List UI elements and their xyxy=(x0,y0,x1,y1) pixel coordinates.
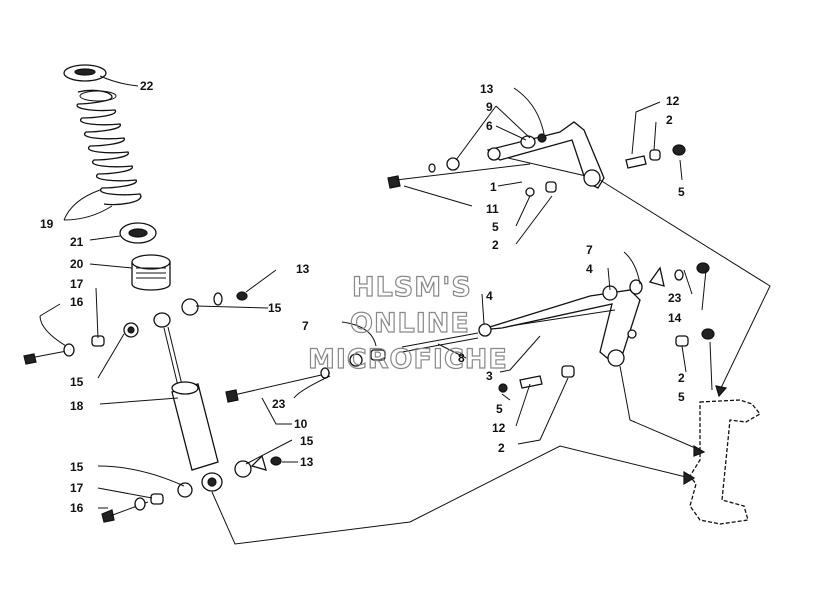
callout-18: 18 xyxy=(70,399,84,413)
shock-absorber xyxy=(153,312,223,492)
watermark: HLSM'S ONLINE MICROFICHE xyxy=(307,271,508,375)
callout-1: 1 xyxy=(490,180,497,194)
callout-3: 3 xyxy=(486,369,493,383)
callout-23-lower-arm: 23 xyxy=(272,397,286,411)
callout-15-left-lower: 15 xyxy=(70,460,84,474)
callouts: 22 19 21 20 17 16 15 18 15 17 16 13 15 1… xyxy=(40,79,685,515)
callout-11: 11 xyxy=(486,202,499,216)
watermark-line-1: HLSM'S xyxy=(352,272,472,303)
callout-8: 8 xyxy=(458,351,465,365)
callout-16-lower: 16 xyxy=(70,501,84,515)
callout-5-upper: 5 xyxy=(492,220,499,234)
callout-4-lower-arm: 4 xyxy=(486,289,493,303)
callout-21: 21 xyxy=(70,235,84,249)
callout-12-upper: 12 xyxy=(666,94,680,108)
callout-5-upper-right: 5 xyxy=(678,185,685,199)
callout-23-right: 23 xyxy=(668,291,682,305)
lower-spring-seat xyxy=(119,222,157,244)
upper-arm-hardware xyxy=(387,133,686,197)
upper-shock-hardware xyxy=(23,291,248,365)
spring-retainer-top xyxy=(63,64,107,82)
routing-lines xyxy=(211,179,771,545)
callout-13-upper: 13 xyxy=(296,262,310,276)
callout-15-left-upper: 15 xyxy=(70,375,84,389)
callout-7-lower-arm: 7 xyxy=(302,319,309,333)
callout-2-upper-right: 2 xyxy=(666,113,673,127)
callout-4-right: 4 xyxy=(586,262,593,276)
coil-spring xyxy=(76,89,142,206)
callout-10: 10 xyxy=(294,417,308,431)
callout-17-lower: 17 xyxy=(70,481,84,495)
lower-shock-hardware xyxy=(101,454,282,523)
callout-6: 6 xyxy=(486,119,493,133)
upper-a-arm xyxy=(486,121,605,189)
callout-15-right-upper: 15 xyxy=(268,301,282,315)
leader-lines xyxy=(39,75,713,509)
callout-17-upper: 17 xyxy=(70,277,84,291)
watermark-line-3: MICROFICHE xyxy=(308,344,508,375)
callout-13-upper-arm: 13 xyxy=(480,82,494,96)
watermark-line-2: ONLINE xyxy=(350,308,470,339)
callout-7-right: 7 xyxy=(586,243,593,257)
callout-14: 14 xyxy=(668,311,682,325)
callout-22: 22 xyxy=(140,79,154,93)
callout-19: 19 xyxy=(40,217,54,231)
callout-5-lower-left: 5 xyxy=(496,402,503,416)
callout-2-upper: 2 xyxy=(492,238,499,252)
callout-15-right-lower: 15 xyxy=(300,434,314,448)
callout-5-lower-right: 5 xyxy=(678,390,685,404)
adjuster-collar xyxy=(131,254,171,291)
callout-2-lower-right: 2 xyxy=(678,371,685,385)
spindle xyxy=(689,399,761,525)
callout-9: 9 xyxy=(486,100,493,114)
callout-13-lower: 13 xyxy=(300,455,314,469)
callout-2-lower-left: 2 xyxy=(498,441,505,455)
callout-16-upper: 16 xyxy=(70,295,84,309)
callout-12-lower: 12 xyxy=(492,421,506,435)
callout-20: 20 xyxy=(70,257,84,271)
